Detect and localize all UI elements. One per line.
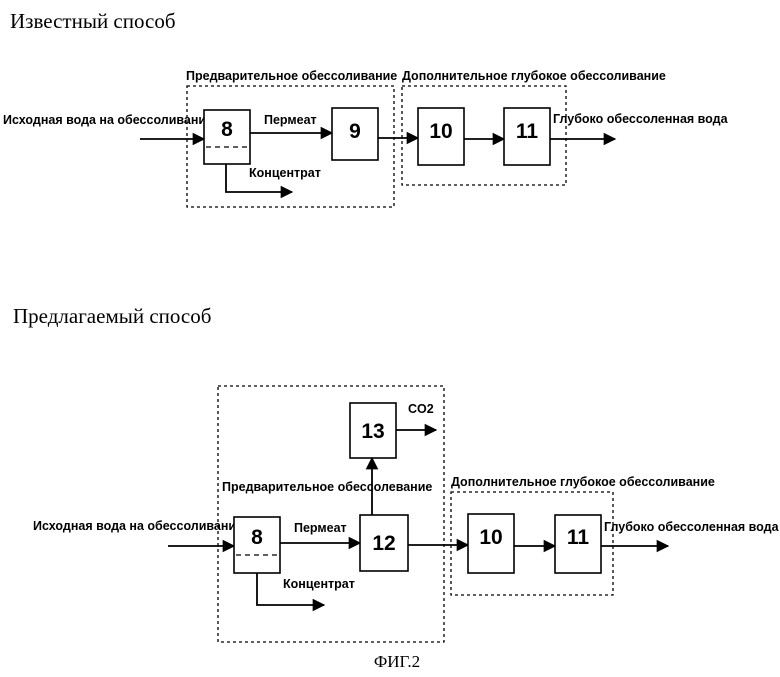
unit-8-number: 8 <box>221 118 233 141</box>
unit-13-number: 13 <box>361 420 384 443</box>
figure-caption: ФИГ.2 <box>374 652 420 671</box>
pre-desalination-region-2 <box>218 386 444 642</box>
source-water-label: Исходная вода на обессоливание <box>3 113 213 127</box>
known-method-title: Известный способ <box>10 9 176 33</box>
proposed-method-title: Предлагаемый способ <box>13 304 211 328</box>
unit-11-number-2: 11 <box>567 526 590 549</box>
unit-12-number: 12 <box>372 532 395 555</box>
concentrate-label: Концентрат <box>249 166 321 180</box>
unit-8-box: 8 <box>204 110 250 164</box>
unit-11-box: 11 <box>504 108 550 165</box>
unit-10-number-2: 10 <box>479 526 502 549</box>
source-water-label-2: Исходная вода на обессоливание <box>33 519 243 533</box>
output-label: Глубоко обессоленная вода <box>553 112 729 126</box>
concentrate-label-2: Концентрат <box>283 577 355 591</box>
pre-desalination-label: Предварительное обессоливание <box>186 69 397 83</box>
unit-8-number-2: 8 <box>251 526 263 549</box>
co2-label: CO2 <box>408 402 434 416</box>
pre-desalination-label-2: Предварительное обессолевание <box>222 480 432 494</box>
unit-10-number: 10 <box>429 120 452 143</box>
unit-11-box-2: 11 <box>555 515 601 573</box>
unit-10-box: 10 <box>418 108 464 165</box>
permeate-label: Пермеат <box>264 113 317 127</box>
deep-desalination-label-2: Дополнительное глубокое обессоливание <box>451 475 715 489</box>
output-label-2: Глубоко обессоленная вода <box>604 520 780 534</box>
unit-10-box-2: 10 <box>468 514 514 573</box>
unit-13-box: 13 <box>350 403 396 458</box>
deep-desalination-label: Дополнительное глубокое обессоливание <box>402 69 666 83</box>
unit-12-box: 12 <box>360 515 408 571</box>
unit-9-box: 9 <box>332 108 378 160</box>
permeate-label-2: Пермеат <box>294 521 347 535</box>
unit-11-number: 11 <box>516 120 539 143</box>
unit-9-number: 9 <box>349 120 361 143</box>
unit-8-box-2: 8 <box>234 517 280 573</box>
